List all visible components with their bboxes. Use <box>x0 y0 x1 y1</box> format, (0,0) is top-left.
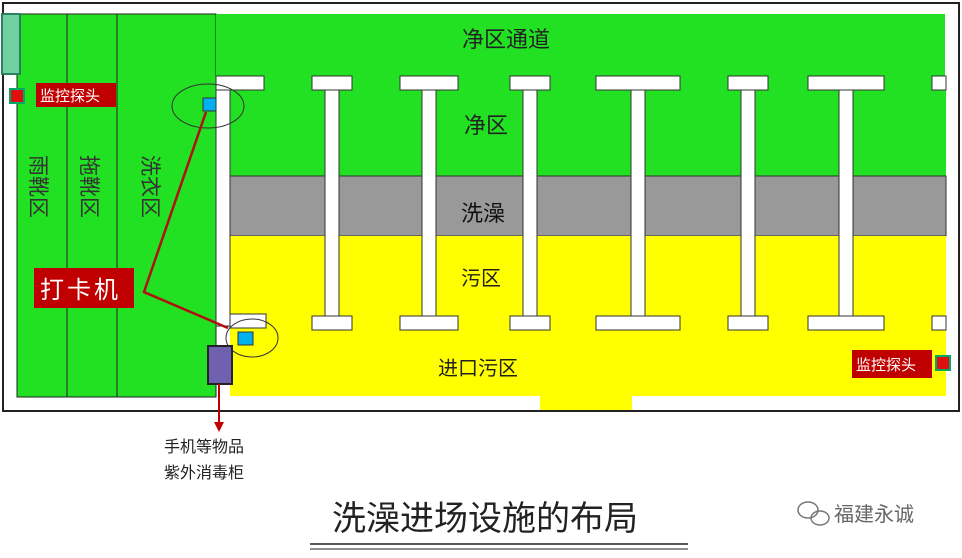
partition-walls <box>311 75 947 331</box>
wechat-logo-icon <box>797 501 830 526</box>
label-wash-clothes: 洗衣区 <box>138 155 162 218</box>
clock-reader-top-icon <box>202 97 217 112</box>
wall <box>215 75 265 91</box>
uv-cabinet <box>207 345 233 385</box>
label-clean-corridor: 净区通道 <box>462 28 550 53</box>
wall <box>215 75 231 327</box>
exit-passage <box>540 390 632 410</box>
clock-highlight-bottom <box>225 318 279 358</box>
clock-reader-bottom-icon <box>237 331 254 346</box>
label-rain-boots: 雨靴区 <box>26 155 50 218</box>
uv-cabinet-label-1: 手机等物品 <box>164 437 244 456</box>
shower-area <box>229 175 947 237</box>
camera-left-label: 监控探头 <box>40 87 100 105</box>
clean-area <box>230 76 946 176</box>
label-clean-area: 净区 <box>464 114 508 139</box>
wall <box>229 313 267 329</box>
camera-left-label-bg <box>36 83 116 107</box>
time-clock-label-bg <box>34 268 134 308</box>
uv-cabinet-label-2: 紫外消毒柜 <box>164 463 244 482</box>
camera-right-label-bg <box>852 350 932 378</box>
camera-right-icon <box>935 355 951 371</box>
time-clock-label: 打卡机 <box>40 276 121 304</box>
clean-corridor <box>216 14 945 76</box>
cabinet-arrow-head <box>214 422 224 432</box>
label-dirty-area: 污区 <box>461 266 501 290</box>
diagram-title: 洗澡进场设施的布局 <box>332 499 638 539</box>
clock-highlight-top <box>171 83 245 129</box>
clock-leader-line <box>142 111 229 330</box>
entrance-door <box>1 13 21 75</box>
label-dragging-boots: 拖靴区 <box>77 155 101 218</box>
label-shower: 洗澡 <box>461 202 505 227</box>
label-entry-dirty-area: 进口污区 <box>438 356 518 380</box>
watermark-text: 福建永诚 <box>834 502 914 526</box>
camera-right-label: 监控探头 <box>856 356 916 374</box>
camera-left-icon <box>9 88 25 104</box>
